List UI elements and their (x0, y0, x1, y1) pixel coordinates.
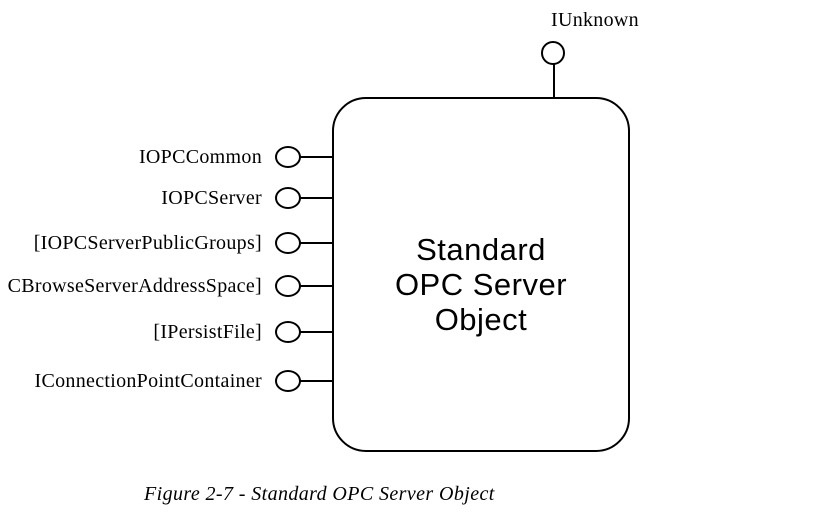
iunknown-label: IUnknown (551, 9, 639, 31)
connector-line (300, 380, 333, 382)
connector-line (300, 197, 333, 199)
interface-label-iopccommon: IOPCCommon (138, 146, 262, 168)
connector-line (300, 331, 333, 333)
iunknown-lollipop-icon (541, 41, 565, 65)
server-object-title: Standard OPC Server Object (334, 232, 628, 337)
lollipop-circle-icon (275, 275, 301, 297)
lollipop-circle-icon (275, 321, 301, 343)
interface-label-iconnectionpointcontainer: IConnectionPointContainer (34, 370, 262, 392)
lollipop-circle-icon (275, 146, 301, 168)
connector-line (300, 242, 333, 244)
interface-label-iopcserverpublicgroups: [IOPCServerPublicGroups] (33, 232, 262, 254)
interface-label-browseserveraddressspace: CBrowseServerAddressSpace] (7, 275, 262, 297)
lollipop-circle-icon (275, 370, 301, 392)
lollipop-circle-icon (275, 232, 301, 254)
server-object-title-line-1: Standard (416, 232, 546, 267)
connector-line (300, 156, 333, 158)
lollipop-circle-icon (275, 187, 301, 209)
server-object-title-line-2: OPC Server (394, 267, 568, 302)
iunknown-connector-line (553, 64, 555, 98)
interface-label-iopcserver: IOPCServer (161, 187, 262, 209)
server-object-title-line-3: Object (434, 302, 528, 337)
interface-label-ipersistfile: [IPersistFile] (153, 321, 262, 343)
server-object-box: Standard OPC Server Object (332, 97, 630, 452)
figure-caption: Figure 2-7 - Standard OPC Server Object (144, 483, 495, 505)
connector-line (300, 285, 333, 287)
